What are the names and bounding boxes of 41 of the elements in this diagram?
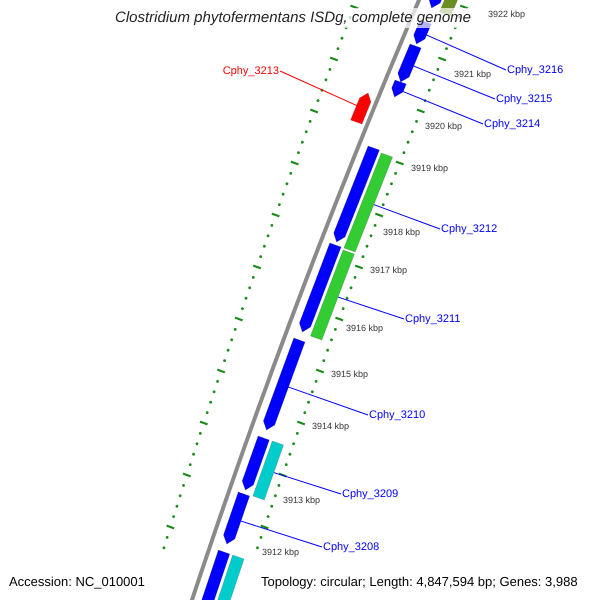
gene-feature [391,80,407,98]
position-label: 3914 kbp [312,420,350,432]
leader-line [337,296,404,320]
gene-feature [252,440,284,500]
position-label: 3920 kbp [425,120,462,132]
position-label: 3922 kbp [488,8,526,20]
position-label: 3916 kbp [346,322,384,334]
leader-line [413,66,496,100]
gene-feature [223,492,250,544]
info-text: Topology: circular; Length: 4,847,594 bp; Genes: 3,988 [261,574,578,590]
info-text: Accession: NC_010001 [9,574,145,590]
position-label: 3913 kbp [283,494,320,506]
gene-label: Cphy_3208 [322,539,380,555]
gene-label: Cphy_3215 [495,91,554,107]
leader-line [240,520,322,548]
gene-feature [263,338,306,430]
leader-line [402,91,484,124]
position-label: 3915 kbp [331,368,368,380]
gene-label: Cphy_3212 [440,221,498,237]
gene-feature [350,92,372,124]
gene-label: Cphy_3210 [368,407,426,423]
gene-label: Cphy_3213 [222,63,280,79]
position-label: 3918 kbp [383,226,420,238]
leader-line [273,472,342,494]
gene-label: Cphy_3211 [404,311,462,327]
position-label: 3919 kbp [411,162,448,174]
position-label: 3917 kbp [370,264,408,276]
leader-line [288,386,368,416]
gene-feature [242,436,270,490]
gene-label: Cphy_3214 [483,116,542,132]
gene-feature [299,242,342,332]
position-label: 3921 kbp [454,68,492,80]
gene-feature [398,44,422,82]
leader-line [280,70,358,106]
title: Clostridium phytofermentans ISDg, complete genome [115,8,472,28]
gene-label: Cphy_3209 [341,486,400,502]
gene-label: Cphy_3216 [506,62,564,78]
leader-line [426,34,506,70]
gene-feature [333,146,380,242]
leader-line [373,204,440,230]
position-label: 3912 kbp [262,546,300,558]
